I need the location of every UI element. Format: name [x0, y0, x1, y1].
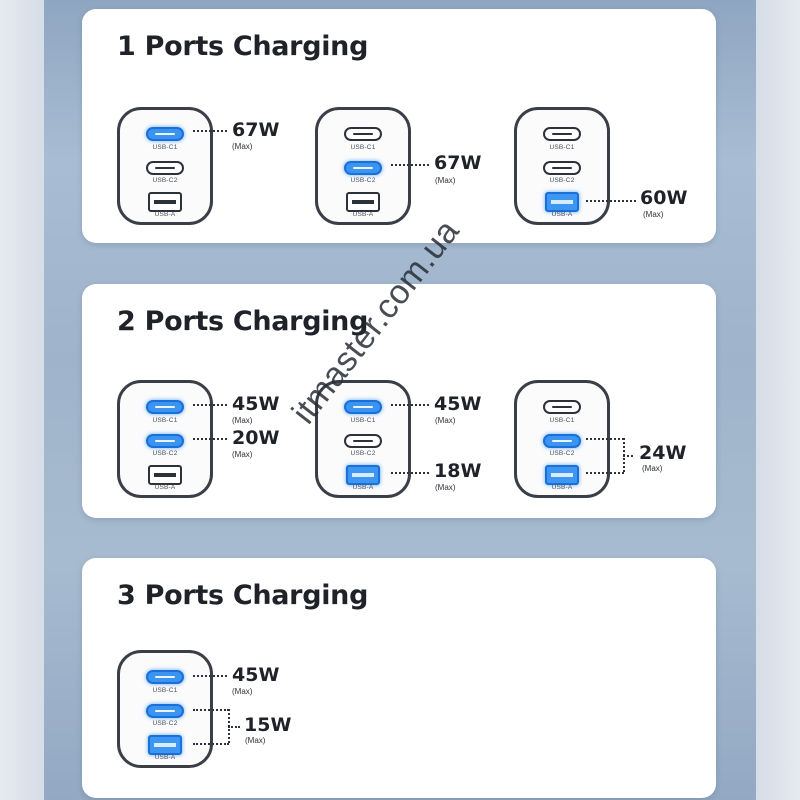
usb-c1-label: USB-C1	[350, 417, 376, 424]
usb-c1-label: USB-C1	[152, 144, 178, 151]
usb-a-label: USB-A	[352, 484, 374, 491]
connector-line	[193, 404, 227, 406]
connector-line	[193, 675, 227, 677]
connector-line	[586, 438, 624, 440]
usb-c2-label: USB-C2	[350, 177, 376, 184]
section-2-title: 2 Ports Charging	[117, 306, 369, 337]
connector-line	[586, 200, 636, 202]
section-3-title: 3 Ports Charging	[117, 580, 369, 611]
usb-c2-port	[543, 161, 581, 175]
watt-label: 24W	[639, 442, 687, 464]
watt-label: 67W	[232, 119, 280, 141]
usb-c2-port-active	[344, 161, 382, 175]
usb-a-port-active	[545, 465, 579, 485]
watt-label: 15W	[244, 714, 292, 736]
usb-c1-port-active	[146, 127, 184, 141]
charger-c1-active: USB-C1 USB-C2 USB-A	[117, 107, 213, 225]
charger-c2-active: USB-C1 USB-C2 USB-A	[315, 107, 411, 225]
usb-a-label: USB-A	[154, 754, 176, 761]
usb-c2-label: USB-C2	[152, 450, 178, 457]
max-note: (Max)	[232, 687, 253, 696]
max-note: (Max)	[642, 464, 663, 473]
connector-line	[193, 743, 229, 745]
connector-line	[193, 438, 227, 440]
usb-c2-label: USB-C2	[152, 177, 178, 184]
usb-c1-port-active	[344, 400, 382, 414]
connector-line	[391, 472, 429, 474]
watt-label: 18W	[434, 460, 482, 482]
max-note: (Max)	[232, 142, 253, 151]
usb-c2-label: USB-C2	[152, 720, 178, 727]
max-note: (Max)	[232, 416, 253, 425]
usb-a-label: USB-A	[352, 211, 374, 218]
usb-a-port-active	[346, 465, 380, 485]
usb-c1-port	[344, 127, 382, 141]
watt-label: 60W	[640, 187, 688, 209]
watt-label: 20W	[232, 427, 280, 449]
usb-a-port	[346, 192, 380, 212]
usb-c2-label: USB-C2	[350, 450, 376, 457]
watt-label: 45W	[232, 664, 280, 686]
usb-c2-port	[146, 161, 184, 175]
section-3-ports-charging: 3 Ports Charging USB-C1 USB-C2 USB-A 45W…	[82, 558, 716, 798]
connector-line	[193, 709, 229, 711]
connector-line	[193, 130, 227, 132]
usb-c1-label: USB-C1	[549, 417, 575, 424]
usb-c1-port-active	[146, 670, 184, 684]
usb-c1-port-active	[146, 400, 184, 414]
watt-label: 45W	[232, 393, 280, 415]
max-note: (Max)	[435, 176, 456, 185]
usb-c1-label: USB-C1	[152, 687, 178, 694]
usb-a-port-active	[545, 192, 579, 212]
usb-a-port	[148, 465, 182, 485]
usb-a-port-active	[148, 735, 182, 755]
charger-a-active: USB-C1 USB-C2 USB-A	[514, 107, 610, 225]
usb-a-label: USB-A	[551, 211, 573, 218]
usb-a-label: USB-A	[551, 484, 573, 491]
max-note: (Max)	[435, 483, 456, 492]
right-edge	[756, 0, 800, 800]
max-note: (Max)	[643, 210, 664, 219]
left-edge	[0, 0, 44, 800]
usb-c2-port-active	[146, 434, 184, 448]
usb-a-port	[148, 192, 182, 212]
max-note: (Max)	[435, 416, 456, 425]
usb-c1-label: USB-C1	[152, 417, 178, 424]
usb-c1-label: USB-C1	[350, 144, 376, 151]
section-1-title: 1 Ports Charging	[117, 31, 369, 62]
section-2-ports-charging: 2 Ports Charging USB-C1 USB-C2 USB-A 45W…	[82, 284, 716, 518]
usb-c1-port	[543, 127, 581, 141]
usb-c2-label: USB-C2	[549, 450, 575, 457]
usb-c2-port	[344, 434, 382, 448]
usb-c2-port-active	[543, 434, 581, 448]
max-note: (Max)	[232, 450, 253, 459]
usb-c1-port	[543, 400, 581, 414]
charger-c1-a-active: USB-C1 USB-C2 USB-A	[315, 380, 411, 498]
max-note: (Max)	[245, 736, 266, 745]
watt-label: 67W	[434, 152, 482, 174]
usb-c1-label: USB-C1	[549, 144, 575, 151]
usb-a-label: USB-A	[154, 211, 176, 218]
usb-c2-label: USB-C2	[549, 177, 575, 184]
connector-line	[391, 404, 429, 406]
connector-line	[623, 455, 633, 457]
usb-a-label: USB-A	[154, 484, 176, 491]
usb-c2-port-active	[146, 704, 184, 718]
watt-label: 45W	[434, 393, 482, 415]
connector-line	[228, 726, 240, 728]
section-1-ports-charging: 1 Ports Charging USB-C1 USB-C2 USB-A 67W…	[82, 9, 716, 243]
connector-line	[586, 472, 624, 474]
connector-line	[391, 164, 429, 166]
